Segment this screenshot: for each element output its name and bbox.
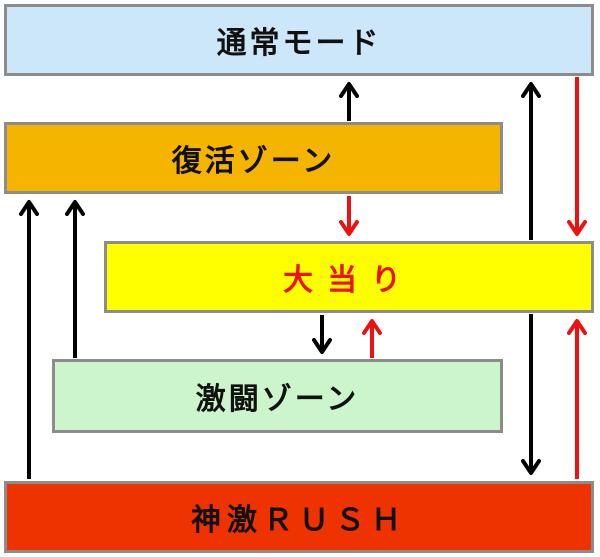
node-normal-mode: 通常モード: [4, 4, 594, 76]
node-battle-zone: 激闘ゾーン: [52, 359, 503, 433]
node-normal-mode-label: 通常モード: [216, 26, 382, 61]
node-rush: 神激ＲＵＳＨ: [4, 481, 594, 553]
node-battle-zone-label: 激闘ゾーン: [195, 382, 360, 417]
node-rush-label: 神激ＲＵＳＨ: [191, 503, 407, 538]
node-jackpot: 大当り: [104, 241, 594, 313]
node-jackpot-label: 大当り: [283, 263, 415, 298]
node-revival-zone: 復活ゾーン: [4, 122, 503, 194]
node-revival-zone-label: 復活ゾーン: [171, 144, 336, 179]
